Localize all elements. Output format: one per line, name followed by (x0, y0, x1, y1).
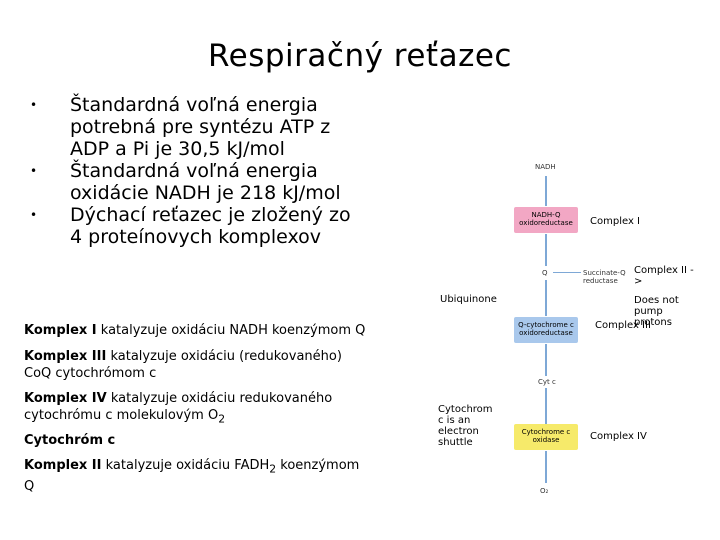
nadh-q-oxidoreductase-box: NADH-Q oxidoreductase (514, 207, 578, 233)
o2-label: O₂ (540, 487, 549, 495)
arrow-icon (545, 344, 547, 376)
bullet-dot-icon: • (30, 98, 38, 112)
cytochrome-c-oxidase-box: Cytochrome c oxidase (514, 424, 578, 450)
cyt-c-label: Cyt c (538, 378, 556, 386)
bullet-text: Štandardná voľná energia oxidácie NADH j… (70, 160, 341, 204)
succinate-q-reductase-label: Succinate-Q reductase (583, 269, 626, 285)
q-label: Q (542, 269, 548, 277)
arrow-icon (545, 451, 547, 483)
nadh-label: NADH (535, 163, 556, 171)
box-line: reductase (583, 277, 618, 285)
paragraph-complex-ii: Komplex II katalyzuje oxidáciu FADH2 koe… (24, 457, 364, 495)
bullet-dot-icon: • (30, 208, 38, 222)
paragraph-cytochrome-c: Cytochróm c (24, 432, 224, 449)
no-pump-label: Does not pump protons (634, 295, 679, 328)
arrow-icon (545, 176, 547, 206)
bullet-item: • Štandardná voľná energia potrebná pre s… (28, 94, 368, 160)
box-line: Q-cytochrome c (518, 321, 574, 329)
bullet-dot-icon: • (30, 164, 38, 178)
paragraph-term: Komplex IV (24, 391, 107, 406)
paragraph-text: katalyzuje oxidáciu (redukovaného) CoQ c… (24, 349, 342, 381)
paragraph-text: katalyzuje oxidáciu FADH (101, 458, 270, 473)
paragraph-complex-iii: Komplex III katalyzuje oxidáciu (redukov… (24, 348, 354, 382)
bullet-item: • Štandardná voľná energia oxidácie NADH … (28, 160, 368, 204)
box-line: Succinate-Q (583, 269, 626, 277)
complex-ii-label: Complex II -> (634, 265, 694, 287)
complex-i-label: Complex I (590, 216, 640, 227)
bullet-item: • Dýchací reťazec je zložený zo 4 proteín… (28, 204, 368, 248)
paragraph-text: koenzýmom Q (24, 458, 360, 494)
paragraph-sub: 2 (269, 462, 277, 476)
complex-iii-label: Complex III (595, 320, 651, 331)
arrow-icon (553, 272, 581, 273)
arrow-icon (545, 234, 547, 266)
box-line: oxidase (532, 436, 560, 444)
paragraph-text: katalyzuje oxidáciu NADH koenzýmom Q (96, 323, 366, 338)
q-cytochrome-c-oxidoreductase-box: Q-cytochrome c oxidoreductase (514, 317, 578, 343)
paragraph-term: Cytochróm c (24, 433, 116, 448)
box-line: oxidoreductase (519, 329, 573, 337)
paragraph-complex-i: Komplex I katalyzuje oxidáciu NADH koenz… (24, 322, 384, 339)
box-line: Cytochrome c (521, 428, 571, 436)
box-line: NADH-Q (531, 211, 561, 219)
bullet-list: • Štandardná voľná energia potrebná pre s… (28, 94, 368, 248)
paragraph-term: Komplex II (24, 458, 102, 473)
box-line: oxidoreductase (519, 219, 573, 227)
paragraph-complex-iv: Komplex IV katalyzuje oxidáciu redukovan… (24, 390, 334, 428)
bullet-text: Dýchací reťazec je zložený zo 4 proteíno… (70, 204, 351, 248)
arrow-icon (545, 280, 547, 316)
paragraph-term: Komplex I (24, 323, 97, 338)
complex-iv-label: Complex IV (590, 431, 647, 442)
cytochrome-shuttle-note: Cytochrom c is an electron shuttle (438, 404, 493, 448)
paragraph-term: Komplex III (24, 349, 107, 364)
paragraph-sub: 2 (218, 412, 226, 426)
arrow-icon (545, 388, 547, 424)
bullet-text: Štandardná voľná energia potrebná pre sy… (70, 94, 331, 160)
page-title: Respiračný reťazec (208, 38, 512, 74)
paragraph-text: katalyzuje oxidáciu redukovaného cytochr… (24, 391, 333, 423)
ubiquinone-label: Ubiquinone (440, 294, 497, 305)
